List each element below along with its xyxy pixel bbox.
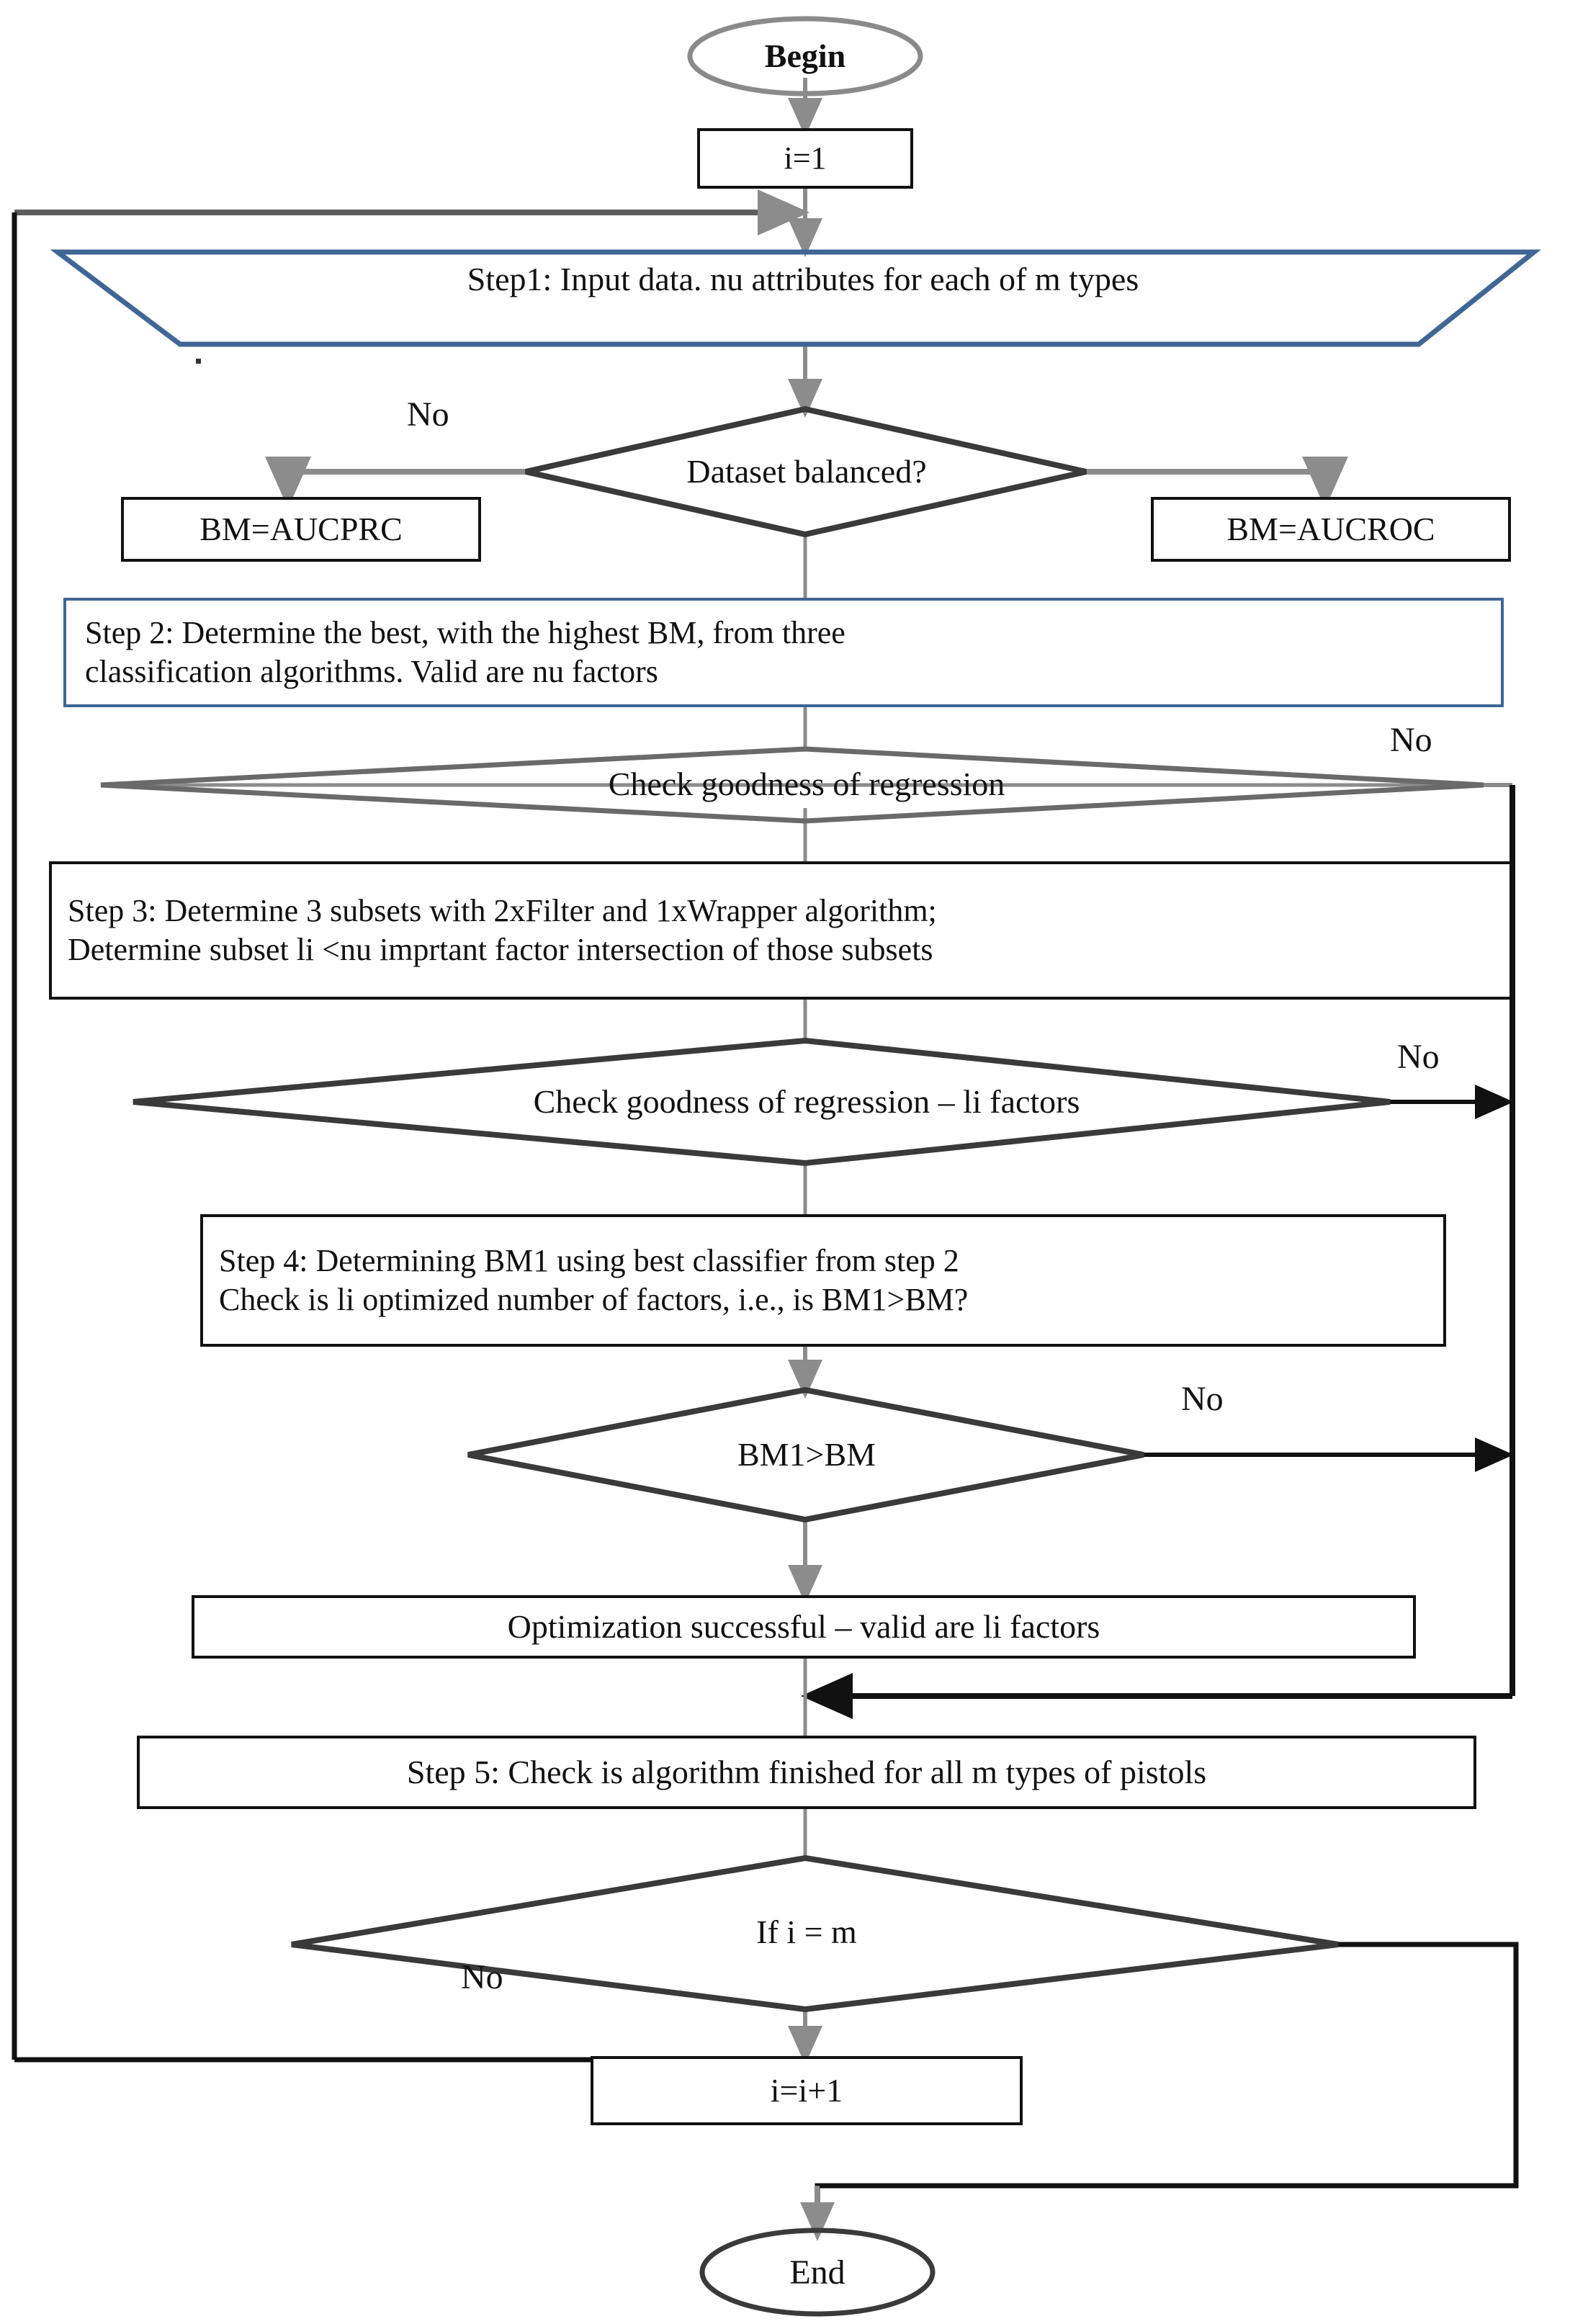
- wire-dataset-yes-to-aucroc: [1086, 457, 1348, 508]
- optimization-successful-process: Optimization successful – valid are li f…: [192, 1595, 1416, 1659]
- begin-terminator: Begin: [764, 37, 846, 74]
- increment-process: i=i+1: [591, 2056, 1023, 2125]
- bm-aucprc-process: BM=AUCPRC: [121, 497, 481, 562]
- step1-input-node: Step1: Input data. nu attributes for eac…: [467, 260, 1139, 297]
- edge-label-dataset-no: No: [407, 395, 449, 434]
- step4-process: Step 4: Determining BM1 using best class…: [200, 1214, 1446, 1347]
- edge-label-bm1-no: No: [1181, 1380, 1224, 1418]
- bm1-gt-bm-decision: BM1>BM: [737, 1435, 876, 1473]
- check-goodness-li-decision: Check goodness of regression – li factor…: [533, 1082, 1080, 1120]
- bm-aucroc-process: BM=AUCROC: [1151, 497, 1511, 562]
- dataset-balanced-decision: Dataset balanced?: [686, 452, 927, 490]
- edge-label-ifim-no: No: [461, 1958, 503, 1996]
- init-process: i=1: [697, 128, 913, 189]
- if-i-equals-m-decision: If i = m: [756, 1913, 857, 1950]
- edge-label-check2-no: No: [1397, 1038, 1440, 1076]
- check-goodness-regression-decision: Check goodness of regression: [608, 765, 1005, 802]
- step5-process: Step 5: Check is algorithm finished for …: [137, 1736, 1476, 1809]
- step3-process: Step 3: Determine 3 subsets with 2xFilte…: [49, 861, 1512, 1000]
- stray-dot-mark: [196, 359, 201, 364]
- end-terminator: End: [789, 2253, 845, 2292]
- wire-dataset-no-to-aucprc: [265, 457, 526, 508]
- step2-process: Step 2: Determine the best, with the hig…: [63, 598, 1504, 707]
- edge-label-check1-no: No: [1390, 721, 1432, 759]
